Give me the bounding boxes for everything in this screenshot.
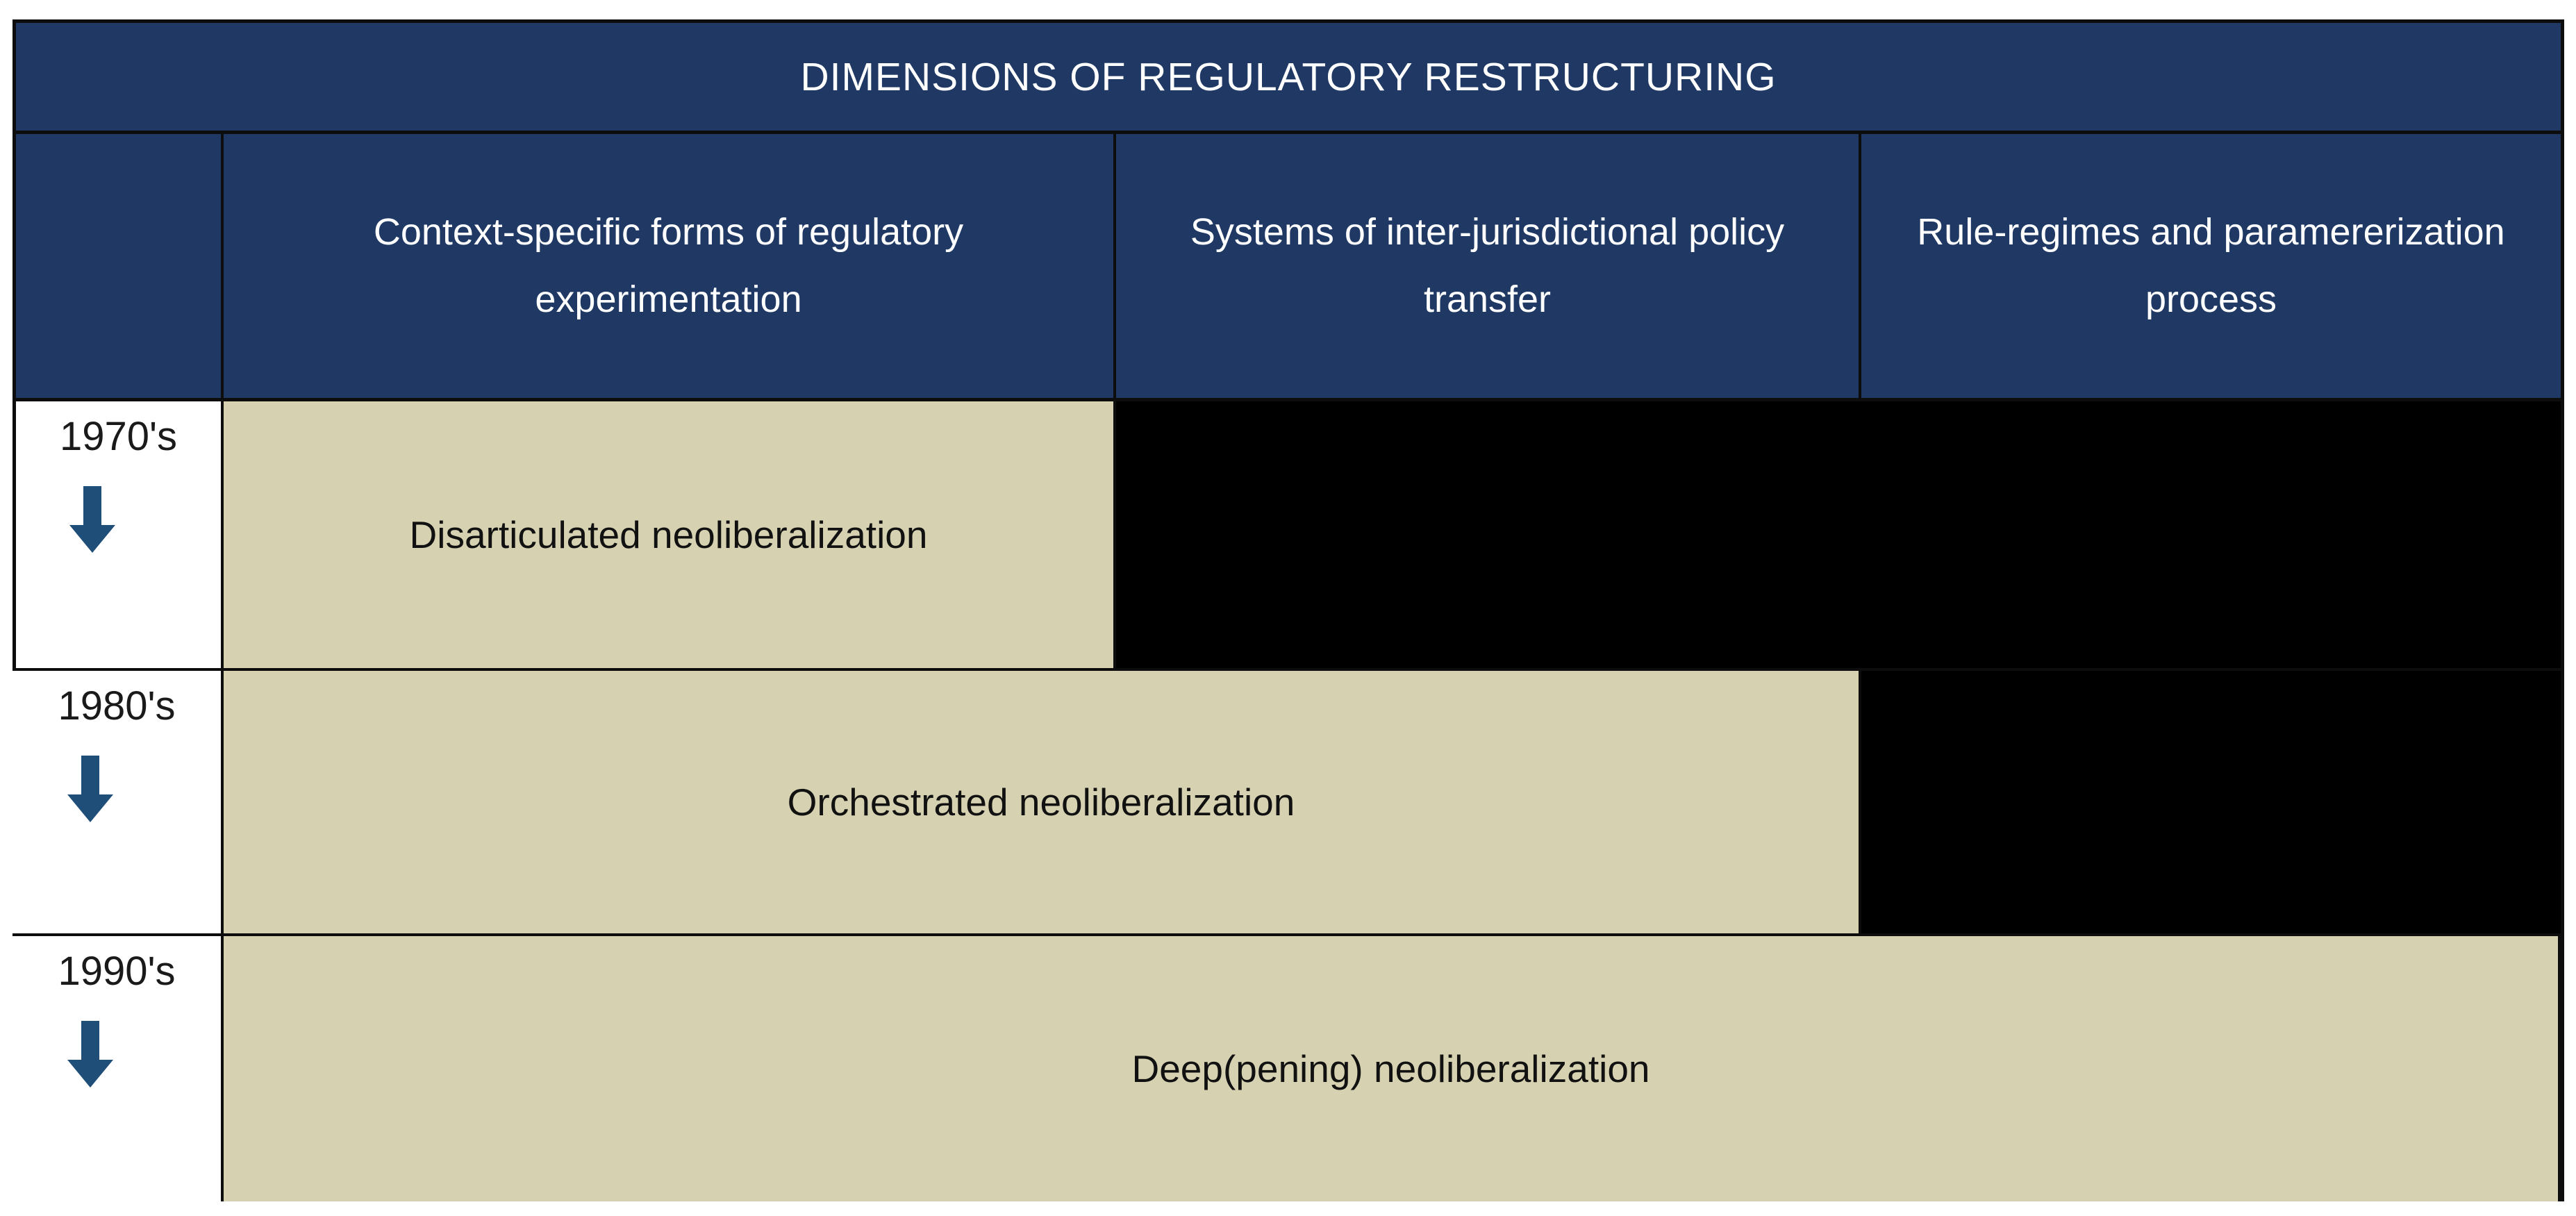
down-arrow-icon	[69, 485, 115, 553]
phase-label: Disarticulated neoliberalization	[409, 513, 928, 556]
period-label: 1990's	[58, 949, 176, 994]
phase-deepening-cell: Deep(pening) neoliberalization	[224, 936, 2561, 1201]
empty-black-cell-row1	[1116, 401, 2561, 671]
empty-black-cell-row2	[1861, 671, 2561, 936]
phase-disarticulated-cell: Disarticulated neoliberalization	[224, 401, 1116, 671]
phase-orchestrated-cell: Orchestrated neoliberalization	[224, 671, 1861, 936]
period-cell-1980s: 1980's	[13, 671, 224, 936]
phase-label: Deep(pening) neoliberalization	[1131, 1047, 1650, 1090]
down-arrow-icon	[67, 1020, 113, 1088]
table-title: DIMENSIONS OF REGULATORY RESTRUCTURING	[13, 23, 2561, 134]
column-header-rule-regimes: Rule-regimes and paramererization proces…	[1861, 134, 2561, 401]
period-cell-1970s: 1970's	[13, 401, 224, 671]
header-corner-cell	[13, 134, 224, 401]
dimensions-table: DIMENSIONS OF REGULATORY RESTRUCTURING C…	[13, 19, 2564, 1201]
phase-label: Orchestrated neoliberalization	[787, 781, 1295, 824]
column-header-policy-transfer: Systems of inter-jurisdictional policy t…	[1116, 134, 1861, 401]
period-label: 1970's	[59, 414, 178, 459]
period-cell-1990s: 1990's	[13, 936, 224, 1201]
period-label: 1980's	[58, 683, 176, 728]
down-arrow-icon	[67, 755, 113, 822]
column-header-experimentation: Context-specific forms of regulatory exp…	[224, 134, 1116, 401]
